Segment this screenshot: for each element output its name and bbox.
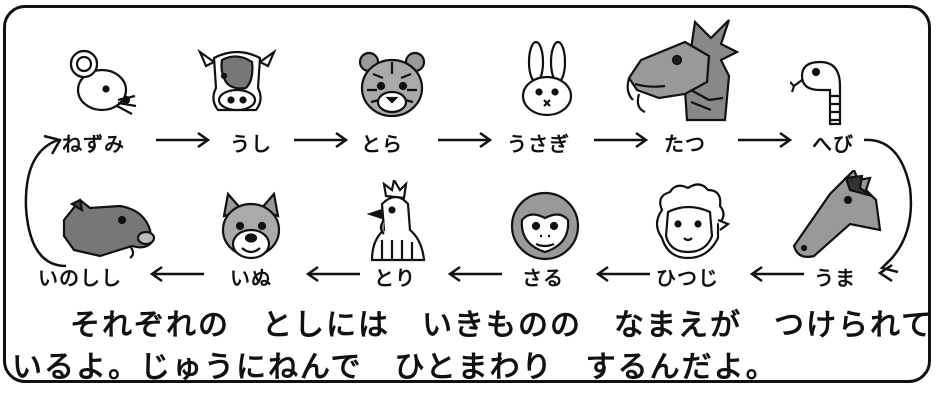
explanation-line-1: それぞれの としには いきものの なまえが つけられて	[70, 308, 934, 343]
cycle-arrow-right	[863, 138, 913, 274]
zodiac-label-ushi: うし	[230, 132, 272, 156]
zodiac-label-tatsu: たつ	[664, 132, 706, 156]
arrow-left	[305, 265, 360, 283]
zodiac-label-uma: うま	[814, 266, 856, 290]
boar-icon	[62, 198, 156, 259]
tiger-icon	[358, 51, 426, 118]
mouse-icon	[69, 49, 137, 115]
dragon-icon	[626, 19, 740, 122]
dog-icon	[221, 191, 281, 260]
arrow-right	[438, 131, 493, 149]
arrow-right	[594, 131, 649, 149]
explanation-line-2: いるよ。じゅうにねんで ひとまわり するんだよ。	[12, 350, 778, 385]
arrow-left	[149, 265, 204, 283]
zodiac-label-inu: いぬ	[230, 266, 272, 290]
zodiac-label-inoshishi: いのしし	[38, 266, 122, 290]
arrow-right	[156, 131, 211, 149]
illustration-frame	[3, 5, 931, 383]
zodiac-label-hebi: へび	[812, 132, 854, 156]
sheep-icon	[655, 183, 731, 260]
zodiac-label-hitsuji: ひつじ	[656, 266, 719, 290]
cow-icon	[197, 48, 277, 112]
zodiac-label-tori: とり	[374, 266, 416, 290]
zodiac-label-nezumi: ねずみ	[62, 132, 125, 156]
zodiac-label-tora: とら	[361, 132, 403, 156]
rabbit-icon	[521, 40, 573, 117]
arrow-left	[877, 263, 893, 283]
arrow-left	[749, 265, 804, 283]
horse-icon	[792, 170, 882, 258]
snake-icon	[790, 60, 842, 126]
rooster-icon	[366, 180, 426, 262]
monkey-icon	[510, 191, 580, 261]
zodiac-label-usagi: うさぎ	[507, 132, 570, 156]
arrow-left	[595, 265, 650, 283]
arrow-right	[738, 131, 793, 149]
arrow-right	[294, 131, 349, 149]
arrow-left	[447, 265, 502, 283]
cycle-arrow-left	[24, 134, 67, 268]
zodiac-label-saru: さる	[522, 266, 564, 290]
